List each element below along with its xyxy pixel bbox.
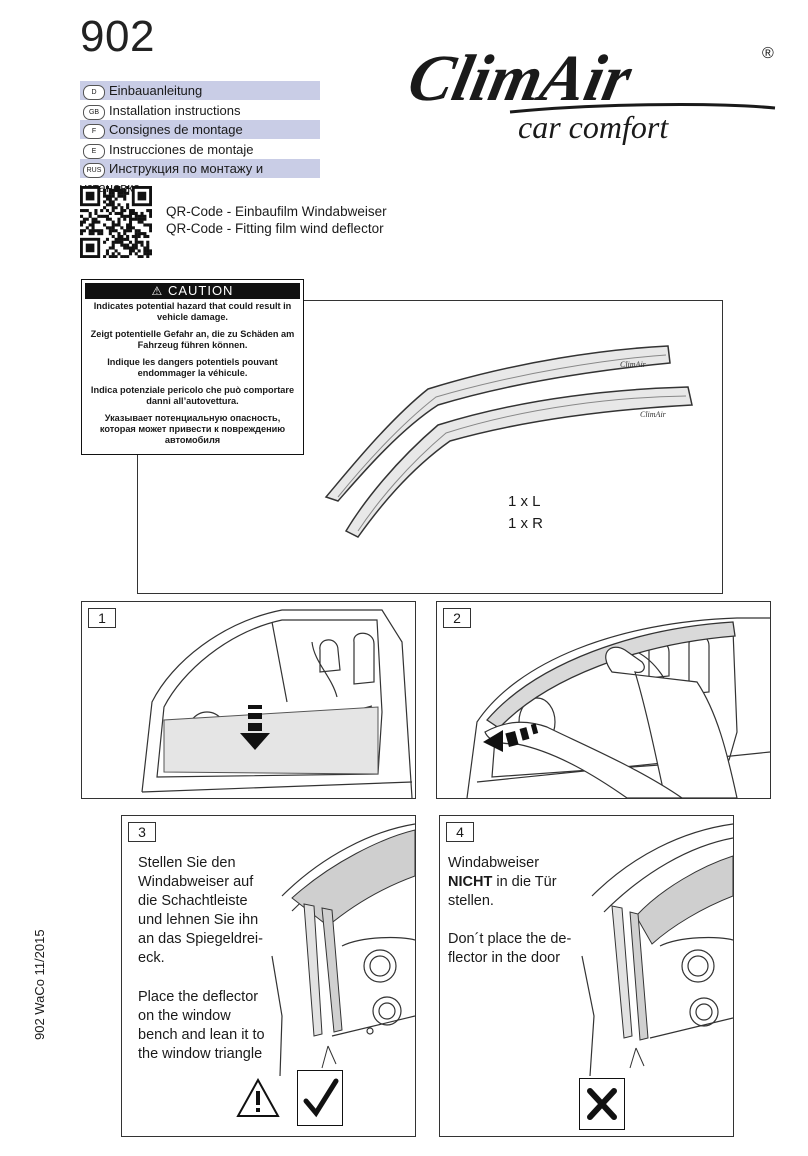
qr-caption-en: QR-Code - Fitting film wind deflector (166, 221, 384, 236)
step-2-illustration (466, 617, 770, 798)
registered-mark: ® (762, 45, 774, 62)
caution-line-ru: Указывает потенциальную опасность, котор… (99, 413, 286, 445)
step-4-number: 4 (446, 822, 474, 842)
step-4-panel: 4 Windabweiser NICHT in die Tür stellen.… (439, 815, 734, 1137)
step-4-text-de: Windabweiser NICHT in die Tür stellen. (448, 855, 557, 909)
caution-line-de: Zeigt potentielle Gefahr an, die zu Schä… (90, 329, 295, 350)
caution-line-en: Indicates potential hazard that could re… (93, 301, 292, 322)
step-3-number: 3 (128, 822, 156, 842)
language-label: Einbauanleitung (109, 83, 203, 98)
language-label: Instrucciones de montaje (109, 141, 254, 157)
step-1-number: 1 (88, 608, 116, 628)
brand-name: ClimAir (410, 43, 639, 115)
language-code-badge: RUS (83, 163, 105, 178)
warning-triangle-icon (236, 1078, 280, 1118)
step-3-text-en: Place the deflector on the window bench … (138, 989, 265, 1062)
left-arrow-icon (483, 723, 539, 752)
step-4-text-en: Don´t place the de- flector in the door (448, 931, 572, 966)
step-1-illustration (141, 609, 413, 798)
step-3-text-de: Stellen Sie den Windabweiser auf die Sch… (138, 855, 263, 966)
deflector-logo-upper: ClimAir (620, 360, 647, 369)
qr-caption-de: QR-Code - Einbaufilm Windabweiser (166, 204, 387, 219)
down-arrow-icon (240, 705, 270, 750)
step-4-illustration (581, 823, 733, 1077)
caution-title: CAUTION (167, 283, 234, 298)
caution-line-fr: Indique les dangers potentiels pouvant e… (107, 357, 278, 378)
caution-header: ⚠ CAUTION (85, 283, 300, 299)
qr-code[interactable] (80, 186, 152, 258)
deflector-logo-lower: ClimAir (640, 410, 667, 419)
language-label: Consignes de montage (109, 122, 243, 137)
parts-panel: ClimAir ClimAir 1 x L 1 x R (137, 300, 723, 594)
caution-box: ⚠ CAUTION Indicates potential hazard tha… (81, 279, 304, 455)
language-row: F Consignes de montage (80, 120, 320, 139)
language-row: D Einbauanleitung (80, 81, 320, 100)
parts-right-count: 1 x R (508, 515, 544, 532)
parts-left-count: 1 x L (508, 493, 541, 510)
language-code-badge: E (83, 143, 105, 159)
step-3-illustration (271, 823, 415, 1077)
language-code-badge: D (83, 85, 105, 100)
caution-line-it: Indica potenziale pericolo che può compo… (90, 385, 295, 406)
model-number: 902 (80, 12, 155, 61)
climair-logo: ClimAir ® car comfort (410, 40, 790, 150)
language-label: Installation instructions (109, 102, 241, 118)
language-code-badge: GB (83, 104, 105, 120)
step-1-panel: 1 (81, 601, 416, 799)
check-icon (297, 1070, 343, 1126)
deflector-parts-illustration: ClimAir ClimAir (324, 345, 693, 538)
step-2-number: 2 (443, 608, 471, 628)
step-2-panel: 2 (436, 601, 771, 799)
warning-triangle-icon: ⚠ (151, 284, 164, 298)
language-code-badge: F (83, 124, 105, 139)
step-3-panel: 3 Stellen Sie den Windabweiser auf die S… (121, 815, 416, 1137)
brand-tagline: car comfort (518, 109, 669, 145)
cross-icon (579, 1078, 625, 1130)
document-code: 902 WaCo 11/2015 (32, 929, 47, 1040)
